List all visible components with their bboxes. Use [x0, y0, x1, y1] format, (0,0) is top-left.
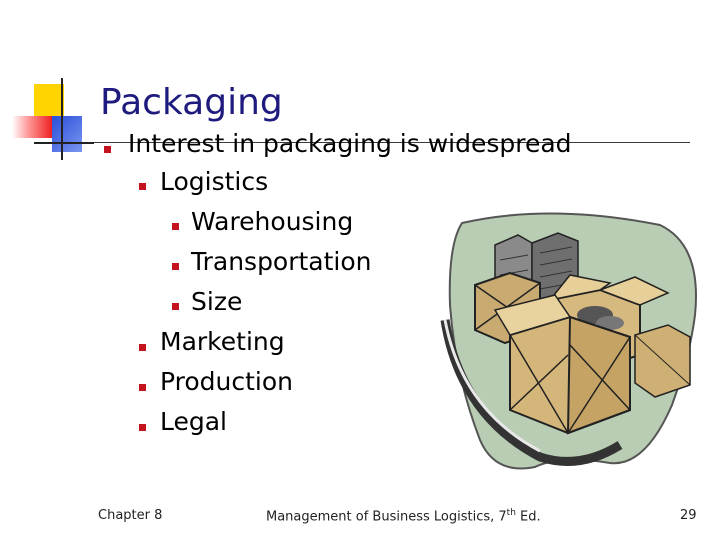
logo-blue-square	[52, 116, 82, 152]
logo-yellow-square	[34, 84, 64, 118]
slide-title: Packaging	[100, 82, 283, 123]
footer-book-title-tail: Ed.	[515, 509, 541, 525]
bullet-marker	[172, 223, 179, 230]
footer-book-title: Management of Business Logistics, 7th Ed…	[266, 508, 541, 524]
title-rule	[94, 142, 690, 143]
bullet-marker	[104, 146, 111, 153]
page-number: 29	[680, 508, 697, 523]
bullet-marker	[139, 424, 146, 431]
bullet-marker	[172, 263, 179, 270]
bullet-item: Transportation	[191, 247, 372, 276]
bullet-item: Legal	[160, 407, 228, 436]
footer-book-title-main: Management of Business Logistics, 7	[266, 509, 507, 525]
footer-book-title-sup: th	[506, 508, 516, 518]
cargo-boxes-illustration	[440, 212, 697, 470]
bullet-item: Interest in packaging is widespread	[128, 129, 572, 158]
logo-horizontal-line	[34, 142, 94, 144]
footer-chapter: Chapter 8	[98, 508, 163, 523]
slide-logo-decoration	[8, 78, 94, 164]
bullet-marker	[172, 303, 179, 310]
bullet-item: Size	[191, 287, 243, 316]
bullet-item: Marketing	[160, 327, 285, 356]
logo-red-square	[12, 116, 52, 138]
bullet-marker	[139, 384, 146, 391]
logo-vertical-line	[61, 78, 63, 160]
bullet-marker	[139, 183, 146, 190]
bullet-item: Warehousing	[191, 207, 354, 236]
bullet-item: Production	[160, 367, 294, 396]
bullet-marker	[139, 344, 146, 351]
bullet-item: Logistics	[160, 167, 269, 196]
